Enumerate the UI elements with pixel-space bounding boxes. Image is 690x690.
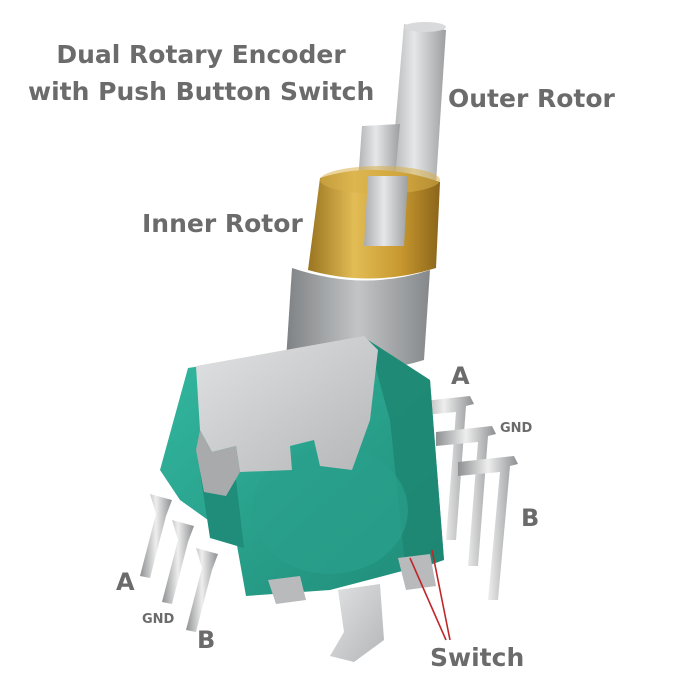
title-line-2: with Push Button Switch xyxy=(28,77,375,106)
right-pin-b-label: B xyxy=(521,504,540,532)
left-pin-b-label: B xyxy=(197,626,216,654)
switch-leader-lines xyxy=(409,549,451,641)
right-pin-a-label: A xyxy=(451,362,470,390)
title-line-1: Dual Rotary Encoder xyxy=(56,40,346,69)
inner-rotor-sleeve xyxy=(308,166,440,279)
left-pin-a-label: A xyxy=(116,568,135,596)
metal-top-plate xyxy=(196,336,378,496)
switch-label: Switch xyxy=(430,643,525,672)
inner-rotor-label: Inner Rotor xyxy=(142,209,303,238)
outer-rotor-label: Outer Rotor xyxy=(448,84,615,113)
left-pin-gnd-label: GND xyxy=(142,612,175,627)
right-pins xyxy=(414,396,518,600)
right-pin-gnd-label: GND xyxy=(500,421,533,436)
left-pins xyxy=(140,494,218,632)
diagram-title: Dual Rotary Encoder with Push Button Swi… xyxy=(28,36,374,110)
